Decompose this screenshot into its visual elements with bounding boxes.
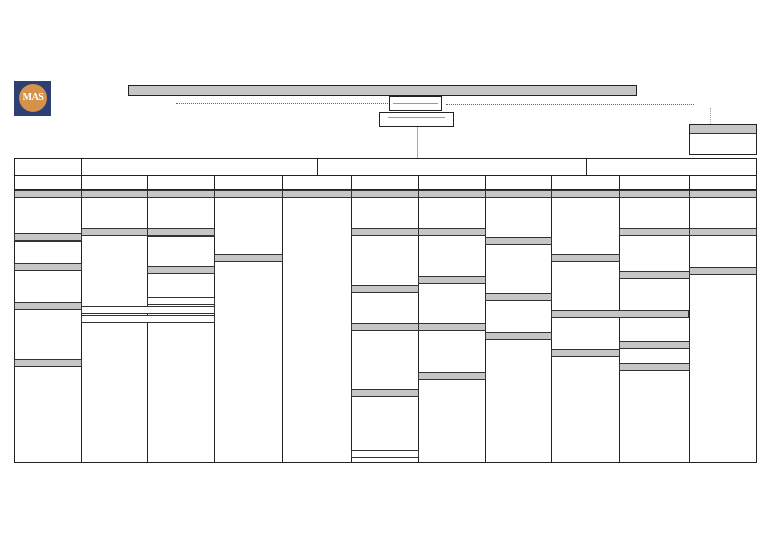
department-header	[619, 190, 690, 198]
department-header	[351, 190, 419, 198]
department-header	[282, 190, 352, 198]
unit-box	[418, 372, 486, 380]
unit-divider	[14, 241, 82, 242]
side-box	[689, 124, 757, 155]
department-header	[485, 190, 552, 198]
department-header	[147, 190, 215, 198]
unit-box	[689, 267, 757, 275]
unit-box	[351, 323, 419, 331]
column-divider	[282, 176, 283, 463]
dotted-link-right	[446, 104, 694, 105]
dotted-link-left	[176, 103, 388, 104]
unit-box	[147, 266, 215, 274]
unit-box	[619, 271, 690, 279]
unit-box-white	[147, 297, 215, 305]
unit-box	[619, 341, 690, 349]
department-header	[81, 190, 148, 198]
unit-box	[485, 237, 552, 245]
column-divider	[418, 176, 419, 463]
mas-logo: MAS	[14, 81, 51, 116]
connector-line	[417, 127, 418, 158]
unit-box	[689, 228, 757, 236]
unit-box	[351, 389, 419, 397]
deputy-box	[379, 112, 454, 127]
department-header	[689, 190, 757, 198]
unit-box-white	[81, 306, 215, 314]
org-chart-frame	[14, 158, 757, 463]
unit-box	[214, 254, 283, 262]
unit-box	[14, 359, 82, 367]
group-divider	[586, 158, 587, 176]
column-divider	[351, 176, 352, 463]
unit-box	[14, 233, 82, 241]
column-divider	[689, 176, 690, 463]
dotted-link-down	[710, 108, 711, 124]
mas-emblem: MAS	[19, 84, 47, 112]
column-divider	[485, 176, 486, 463]
column-header-row	[14, 189, 757, 190]
unit-box-wide	[551, 310, 689, 318]
column-divider	[619, 176, 620, 463]
unit-box	[351, 285, 419, 293]
unit-box	[551, 254, 620, 262]
unit-box	[81, 228, 148, 236]
column-divider	[551, 176, 552, 463]
department-header	[418, 190, 486, 198]
unit-box	[14, 263, 82, 271]
unit-box	[418, 228, 486, 236]
unit-box	[147, 228, 215, 236]
unit-box	[485, 293, 552, 301]
unit-divider	[147, 236, 215, 237]
unit-box	[418, 323, 486, 331]
unit-box	[551, 349, 620, 357]
unit-box-white	[81, 315, 215, 323]
unit-box	[351, 228, 419, 236]
head-box	[389, 96, 442, 111]
unit-box	[619, 363, 690, 371]
department-header	[551, 190, 620, 198]
unit-box	[418, 276, 486, 284]
unit-box	[619, 228, 690, 236]
unit-box	[14, 302, 82, 310]
group-divider	[317, 158, 318, 176]
unit-box	[485, 332, 552, 340]
group-header-row	[14, 175, 757, 176]
department-header	[14, 190, 82, 198]
unit-box-white	[351, 450, 419, 458]
side-box-header	[690, 125, 756, 134]
chart-title-bar	[128, 85, 637, 96]
department-header	[214, 190, 283, 198]
